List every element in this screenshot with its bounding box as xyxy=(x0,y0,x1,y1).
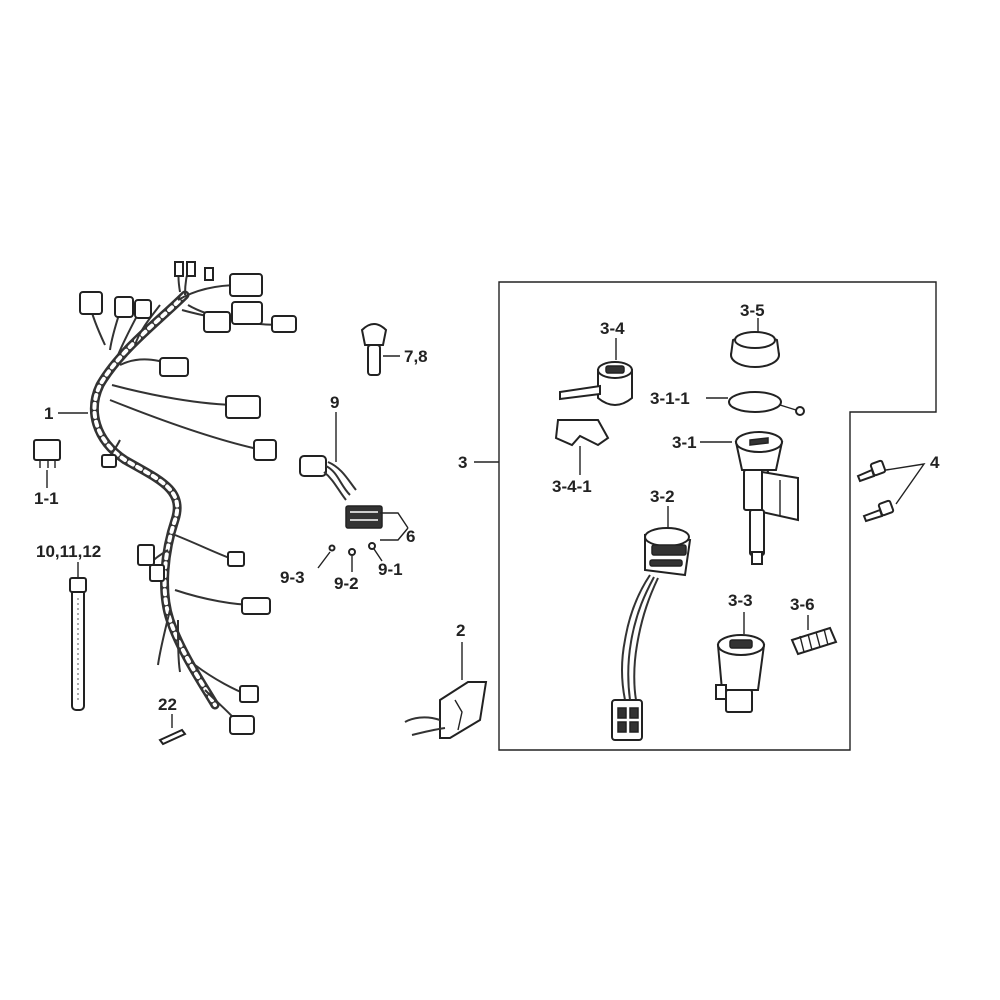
label-9: 9 xyxy=(330,393,339,412)
connector-m xyxy=(149,564,165,582)
label-6: 6 xyxy=(406,527,415,546)
connector-n xyxy=(241,597,271,615)
terminal-b xyxy=(186,261,196,277)
connector-e xyxy=(231,301,263,325)
label-3: 3 xyxy=(458,453,467,472)
key[interactable] xyxy=(360,323,388,376)
label-3-4-1: 3-4-1 xyxy=(552,477,592,496)
leader-9-1 xyxy=(373,548,383,562)
bolt-4-b[interactable] xyxy=(862,499,895,523)
fastener-9-2[interactable] xyxy=(348,548,356,556)
connector-a xyxy=(225,395,261,419)
leader-9-3 xyxy=(317,551,331,569)
connector-k xyxy=(227,551,245,567)
label-1: 1 xyxy=(44,404,53,423)
ignition-lock-3-1[interactable] xyxy=(734,431,799,565)
connector-b xyxy=(253,439,277,461)
wire-harness[interactable] xyxy=(79,261,297,735)
label-9-1: 9-1 xyxy=(378,560,403,579)
leader-6 xyxy=(380,512,409,541)
connector-l xyxy=(137,544,155,566)
connector-d xyxy=(229,273,263,297)
cable-tie[interactable] xyxy=(69,577,87,711)
connector-f xyxy=(203,311,231,333)
label-2: 2 xyxy=(456,621,465,640)
label-3-3: 3-3 xyxy=(728,591,753,610)
switch-3-2[interactable] xyxy=(611,527,692,741)
clip-3-4-1[interactable] xyxy=(554,419,610,447)
label-3-5: 3-5 xyxy=(740,301,765,320)
lock-cylinder-3-4[interactable] xyxy=(559,361,633,406)
seat-lock-3-3[interactable] xyxy=(715,634,766,713)
gasket-3-1-1[interactable] xyxy=(728,391,805,416)
bracket[interactable] xyxy=(404,681,488,739)
terminal-c xyxy=(204,267,214,281)
connector-q xyxy=(101,454,117,468)
connector-h xyxy=(79,291,103,315)
sub-harness[interactable] xyxy=(299,455,383,529)
label-9-2: 9-2 xyxy=(334,574,359,593)
label-10-11-12: 10,11,12 xyxy=(36,542,101,561)
connector-p xyxy=(229,715,255,735)
label-3-1: 3-1 xyxy=(672,433,697,452)
fastener-9-1[interactable] xyxy=(368,542,376,550)
spring-3-6[interactable] xyxy=(790,626,838,656)
label-22: 22 xyxy=(158,695,177,714)
leader-4 xyxy=(885,463,926,505)
fastener-9-3[interactable] xyxy=(328,544,336,552)
cap-3-5[interactable] xyxy=(730,331,780,368)
label-3-2: 3-2 xyxy=(650,487,675,506)
label-3-4: 3-4 xyxy=(600,319,625,338)
label-3-1-1: 3-1-1 xyxy=(650,389,690,408)
label-4: 4 xyxy=(930,453,940,472)
label-7-8: 7,8 xyxy=(404,347,428,366)
connector-j xyxy=(134,299,152,319)
label-3-6: 3-6 xyxy=(790,595,815,614)
connector-i xyxy=(114,296,134,318)
terminal-a xyxy=(174,261,184,277)
connector-g xyxy=(271,315,297,333)
label-1-1: 1-1 xyxy=(34,489,59,508)
group-3-outline xyxy=(498,281,937,751)
pin[interactable] xyxy=(158,728,187,746)
connector-o xyxy=(239,685,259,703)
connector-c xyxy=(159,357,189,377)
bolt-4-a[interactable] xyxy=(856,459,887,483)
label-9-3: 9-3 xyxy=(280,568,305,587)
relay[interactable] xyxy=(33,439,61,468)
